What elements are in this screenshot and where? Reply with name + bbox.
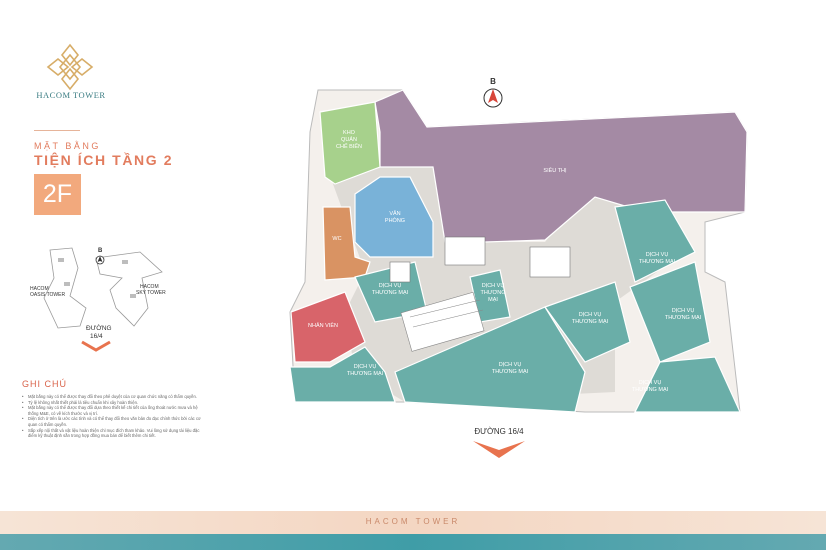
- note-item: Sắp xếp nội thất và vật liệu hoàn thiện …: [22, 428, 202, 439]
- zone-dv3: [289, 346, 396, 403]
- title-divider: [34, 130, 80, 131]
- mini-tower-right-2: SKY TOWER: [136, 290, 166, 296]
- footer-teal-bar: [0, 534, 826, 550]
- mini-street-1: ĐƯỜNG: [86, 323, 112, 332]
- mini-street-2: 16/4: [90, 333, 103, 340]
- zone-dv4: [394, 306, 586, 413]
- label-nhan-vien: NHÂN VIÊN: [308, 321, 338, 329]
- info-panel: HACOM TOWER MẶT BẰNG TIỆN ÍCH TẦNG 2 2F …: [0, 0, 202, 510]
- plan-compass-label: B: [490, 77, 496, 86]
- mini-tower-left-2: OASIS TOWER: [30, 292, 65, 298]
- escalators: [400, 291, 485, 352]
- zone-van-phong: [354, 176, 434, 258]
- zone-dv5: [544, 281, 631, 363]
- street-arrow-icon: [473, 441, 525, 458]
- floor-badge: 2F: [34, 174, 81, 215]
- hacom-logo-icon: [46, 43, 94, 91]
- label-sieu-thi: SIÊU THỊ: [543, 166, 567, 174]
- mini-compass-label: B: [98, 248, 103, 254]
- mini-tower-left-1: HACOM: [30, 286, 49, 292]
- notes-list: Mặt bằng này có thể được thay đổi theo p…: [22, 394, 202, 439]
- note-item: Mặt bằng này có thể được thay đổi dựa th…: [22, 405, 202, 416]
- street-label: ĐƯỜNG 16/4: [474, 427, 524, 436]
- brand-name: HACOM TOWER: [36, 90, 106, 100]
- title-line-1: MẶT BẰNG: [34, 141, 101, 151]
- zone-dv7: [629, 261, 711, 363]
- zone-wc: [322, 206, 371, 281]
- footer-band: HACOM TOWER: [0, 511, 826, 534]
- zone-nhan-vien: [290, 291, 366, 363]
- zone-kho: [319, 101, 381, 185]
- note-item: Tỷ lệ không nhất thiết phải là tiêu chuẩ…: [22, 400, 202, 406]
- mini-tower-right-1: HACOM: [140, 284, 159, 290]
- footer-text: HACOM TOWER: [365, 517, 461, 526]
- title-line-2: TIỆN ÍCH TẦNG 2: [34, 152, 174, 168]
- note-item: Mặt bằng này có thể được thay đổi theo p…: [22, 394, 202, 400]
- zone-dv8: [634, 356, 741, 413]
- label-wc: WC: [332, 236, 341, 242]
- note-item: Diện tích ở trên là ước các tính và có t…: [22, 416, 202, 427]
- lift-core: [389, 236, 571, 283]
- mini-street-arrow-icon: [81, 340, 111, 352]
- zone-dv6: [614, 199, 696, 283]
- notes-heading: GHI CHÚ: [22, 379, 67, 389]
